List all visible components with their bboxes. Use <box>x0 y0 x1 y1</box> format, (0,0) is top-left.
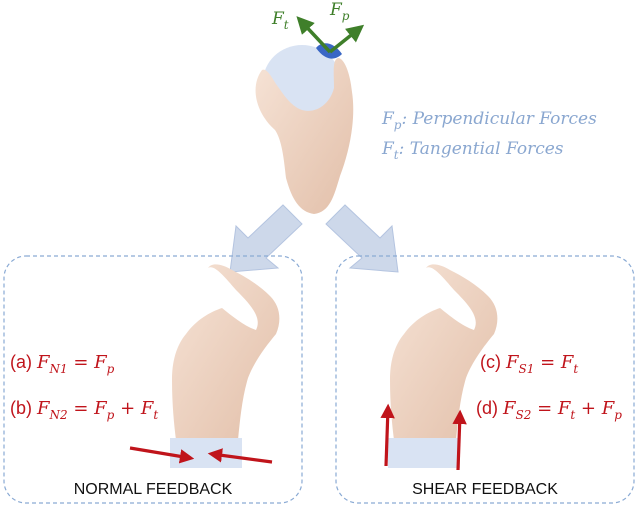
legend-perpendicular: Fp: Perpendicular Forces <box>381 109 597 132</box>
equation-b: (b) FN2 = Fp + Ft <box>10 398 158 422</box>
normal-feedback-panel: (a) FN1 = Fp (b) FN2 = Fp + Ft NORMAL FE… <box>3 255 303 504</box>
shear-panel-border <box>335 255 635 504</box>
normal-tactor-band <box>170 438 242 468</box>
shear-feedback-caption: SHEAR FEEDBACK <box>412 481 558 498</box>
normal-panel-border <box>3 255 303 504</box>
perpendicular-force-label: Fp <box>329 0 350 23</box>
normal-feedback-caption: NORMAL FEEDBACK <box>74 481 233 498</box>
tangential-force-arrow <box>296 16 332 54</box>
normal-arrow-left <box>129 446 195 464</box>
equation-c: (c) FS1 = Ft <box>480 352 578 376</box>
shear-arrow-right <box>452 409 467 471</box>
shear-feedback-panel: (c) FS1 = Ft (d) FS2 = Ft + Fp SHEAR FEE… <box>335 255 635 504</box>
force-legend: Fp: Perpendicular Forces Ft: Tangential … <box>381 109 597 162</box>
split-arrow-left <box>229 204 303 273</box>
shear-panel-hand <box>390 264 498 440</box>
normal-arrow-right <box>207 448 273 464</box>
tangential-force-label: Ft <box>271 9 289 32</box>
split-arrow-right <box>325 204 399 273</box>
equation-a: (a) FN1 = Fp <box>10 352 115 376</box>
shear-tactor-band <box>388 438 460 468</box>
perpendicular-force-arrow <box>328 24 365 54</box>
normal-panel-hand <box>172 264 280 440</box>
shear-arrow-left <box>380 403 395 467</box>
top-hand-figure: Ft Fp <box>255 0 365 214</box>
top-hand <box>255 58 354 214</box>
legend-tangential: Ft: Tangential Forces <box>381 139 564 162</box>
equation-d: (d) FS2 = Ft + Fp <box>476 398 622 422</box>
split-arrows <box>229 204 399 273</box>
